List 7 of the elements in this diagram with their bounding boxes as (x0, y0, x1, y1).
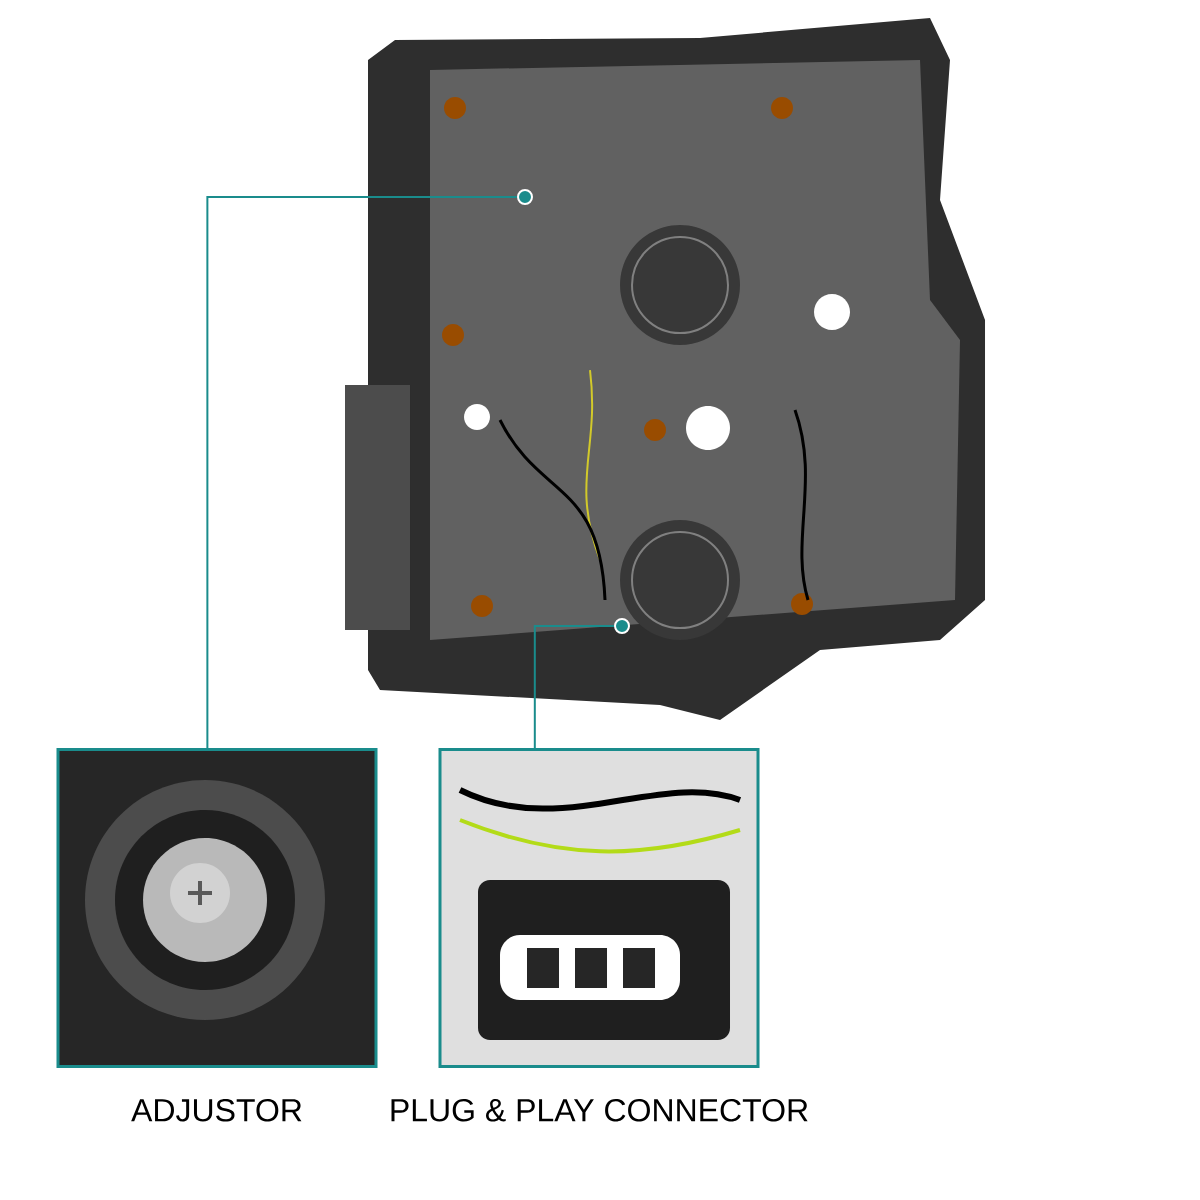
leader-line (533, 625, 615, 749)
node-label: ADJUSTOR (131, 1098, 302, 1122)
callout-dot (614, 618, 630, 634)
leader-line (206, 196, 518, 749)
node-label: PLUG & PLAY CONNECTOR (391, 1098, 808, 1122)
headlight-drawing (345, 18, 985, 720)
callout-dot (517, 189, 533, 205)
